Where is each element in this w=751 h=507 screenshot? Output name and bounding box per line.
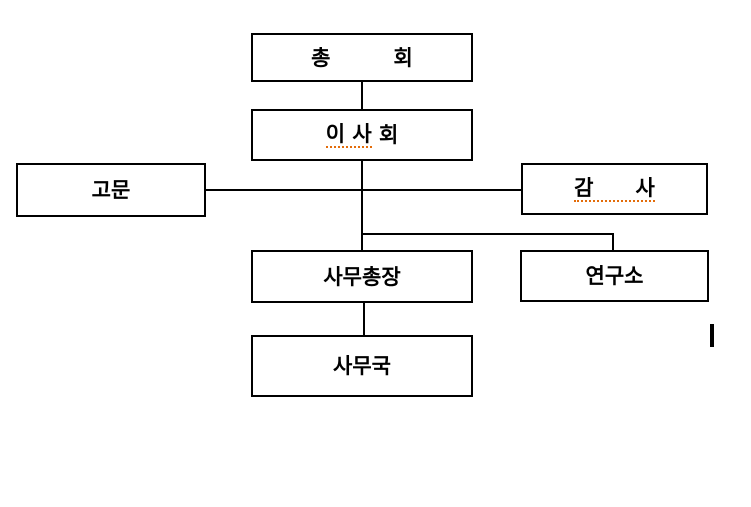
connector-assembly-to-board [361, 82, 363, 109]
org-box-label-research-institute: 연구소 [585, 263, 644, 289]
connector-secgen-to-secretariat [363, 303, 365, 335]
org-box-secretary-general: 사무총장 [251, 250, 473, 303]
org-box-label-general-assembly: 총 회 [311, 44, 413, 70]
connector-research-drop [612, 233, 614, 250]
org-box-general-assembly: 총 회 [251, 33, 473, 82]
org-box-label-board-underlined: 이 사 [325, 122, 372, 149]
text-cursor-mark [710, 324, 714, 347]
org-box-label-advisor: 고문 [91, 177, 131, 203]
org-box-secretariat: 사무국 [251, 335, 473, 397]
org-box-label-secretariat: 사무국 [333, 353, 391, 379]
org-box-label-auditor: 감 사 [574, 176, 655, 203]
org-box-label-secretary-general: 사무총장 [323, 263, 401, 289]
org-box-advisor: 고문 [16, 163, 206, 217]
connector-board-trunk [361, 161, 363, 250]
org-box-board-of-directors: 이 사 회 [251, 109, 473, 161]
org-box-auditor: 감 사 [521, 163, 708, 215]
connector-trunk-to-research [361, 233, 614, 235]
connector-advisor-to-auditor [206, 189, 521, 191]
org-box-label-board-rest: 회 [371, 122, 399, 148]
org-box-research-institute: 연구소 [520, 250, 709, 302]
